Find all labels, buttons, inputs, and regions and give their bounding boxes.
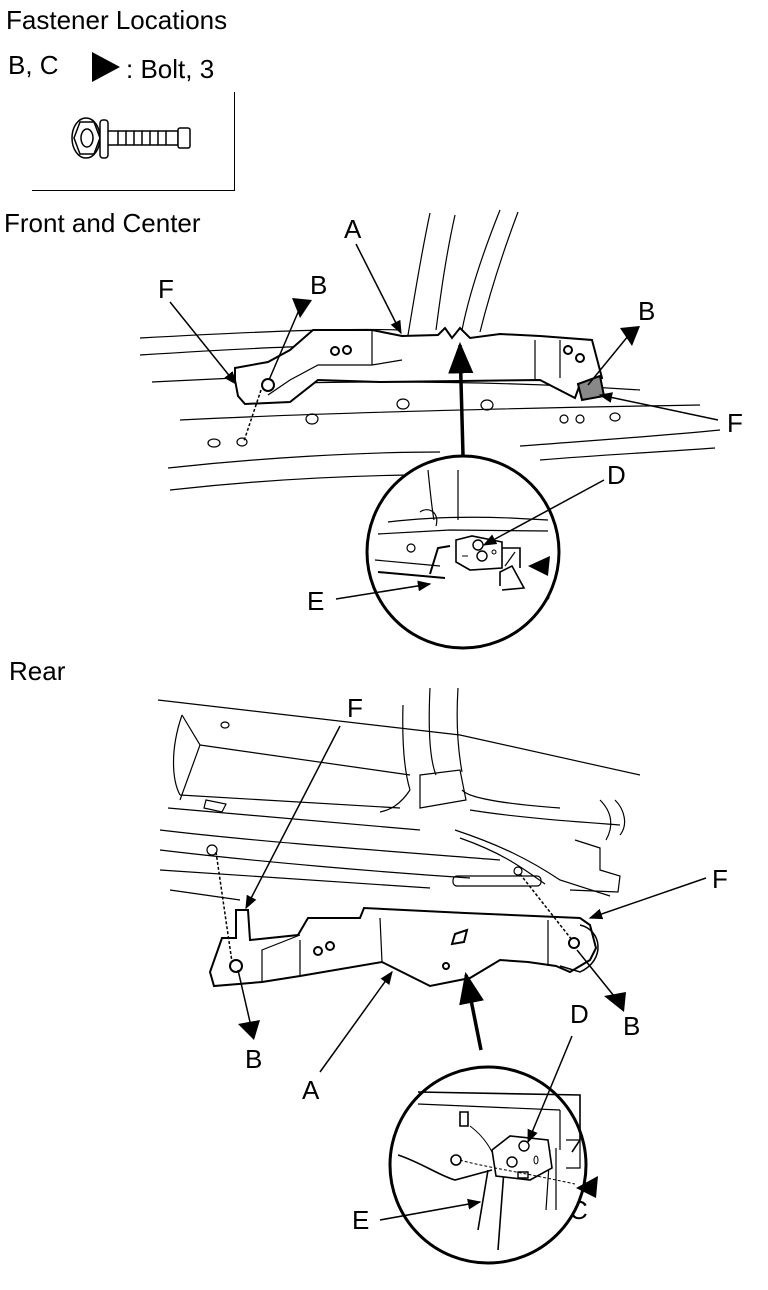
rear-b-triangle-right	[604, 992, 626, 1012]
front-label-a: A	[344, 214, 362, 244]
front-c-triangle	[528, 556, 550, 576]
rear-c-triangle	[576, 1176, 598, 1198]
front-inset-leaders	[335, 479, 605, 600]
section-title-front: Front and Center	[4, 208, 201, 238]
rear-inset-leaders	[379, 1035, 573, 1221]
front-bracket-a	[234, 326, 606, 406]
rear-label-b-left: B	[245, 1044, 263, 1074]
front-label-d: D	[607, 460, 626, 490]
bolt-icon	[71, 117, 191, 159]
rear-diagram	[157, 687, 641, 901]
front-b-triangle-right	[620, 326, 640, 346]
page-title: Fastener Locations	[6, 5, 228, 35]
legend-description: : Bolt, 3	[126, 54, 215, 84]
rear-detail-inset	[388, 1065, 588, 1265]
rear-label-f-right: F	[712, 864, 728, 894]
front-label-f-left: F	[158, 274, 174, 304]
front-b-triangle-left	[292, 298, 312, 318]
rear-bracket-a	[208, 906, 599, 988]
rear-leaders	[215, 725, 707, 1073]
rear-label-a: A	[302, 1075, 320, 1105]
front-label-b-right: B	[638, 296, 656, 326]
rear-b-triangle-left	[238, 1020, 260, 1040]
rear-label-f-left: F	[347, 693, 363, 723]
front-detail-inset	[365, 454, 561, 650]
front-label-b-left: B	[310, 270, 328, 300]
rear-label-d: D	[570, 999, 589, 1029]
rear-label-e: E	[352, 1205, 370, 1235]
section-title-rear: Rear	[9, 656, 66, 686]
legend-frame	[32, 92, 235, 191]
legend-triangle-icon	[92, 52, 120, 82]
rear-label-b-right: B	[623, 1011, 641, 1041]
legend-code: B, C	[8, 50, 59, 80]
front-label-e: E	[307, 586, 325, 616]
front-label-f-right: F	[727, 408, 743, 438]
front-leaders	[169, 243, 719, 456]
